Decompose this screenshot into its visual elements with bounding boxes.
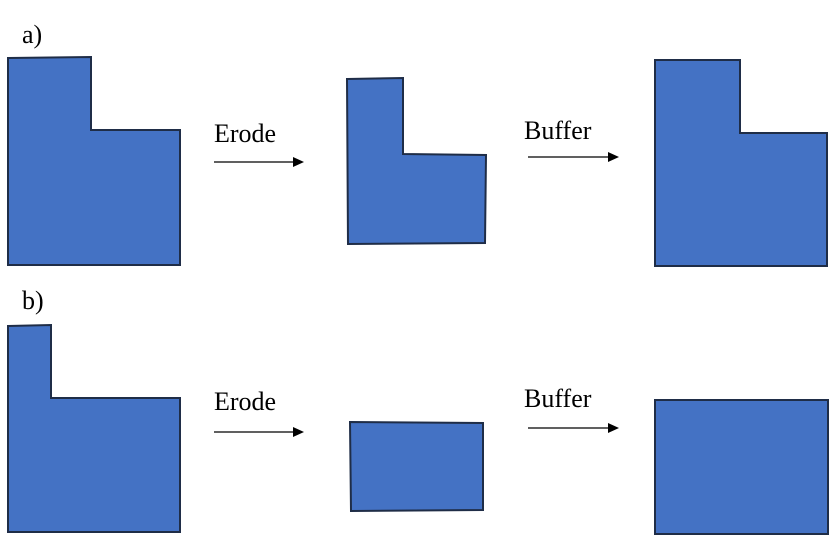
row-a-eroded-shape <box>345 76 488 246</box>
row-b-label: b) <box>22 286 44 315</box>
row-a-label: a) <box>22 20 42 49</box>
row-a-buffer-label: Buffer <box>524 116 592 145</box>
row-a-erode-label: Erode <box>214 119 276 148</box>
row-b: b) Erode Buffer <box>7 286 829 535</box>
row-a: a) Erode Buffer <box>7 20 828 267</box>
row-b-buffer-arrow <box>528 423 619 433</box>
row-b-buffered-shape <box>654 399 829 535</box>
row-a-erode-arrow <box>214 157 304 167</box>
row-b-erode-arrow <box>214 427 304 437</box>
row-b-original-shape <box>7 323 181 533</box>
row-b-erode-label: Erode <box>214 387 276 416</box>
row-b-eroded-shape <box>348 420 484 513</box>
row-a-buffer-arrow <box>528 152 619 162</box>
row-b-buffer-label: Buffer <box>524 384 592 413</box>
row-a-buffered-shape <box>654 59 828 267</box>
row-a-original-shape <box>7 55 181 266</box>
